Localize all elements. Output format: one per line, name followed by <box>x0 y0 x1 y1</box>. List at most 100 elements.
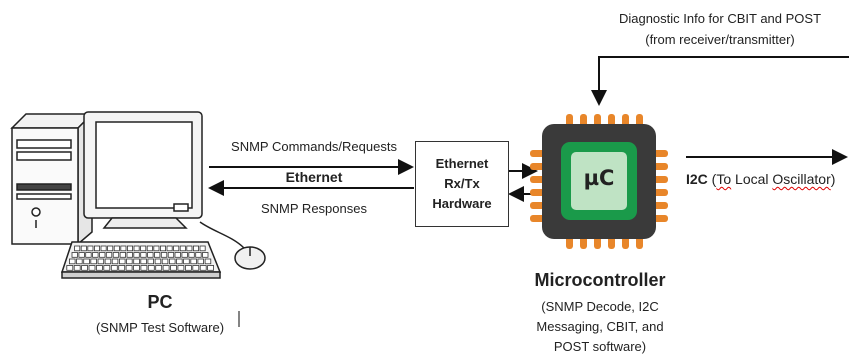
keyboard-key <box>85 252 92 258</box>
microcontroller-line2: Messaging, CBIT, and <box>536 319 664 334</box>
snmp-responses-label: SNMP Responses <box>261 201 367 216</box>
keyboard-key <box>199 245 206 252</box>
keyboard-key <box>105 252 113 258</box>
keyboard-key <box>160 252 168 258</box>
ethernet-link-label: Ethernet <box>285 169 343 185</box>
keyboard-key <box>74 245 81 252</box>
pc-subtitle: (SNMP Test Software) <box>95 320 225 335</box>
pc-title: PC <box>147 292 173 312</box>
keyboard-key <box>140 252 147 258</box>
keyboard-key <box>183 258 190 265</box>
keyboard-key <box>126 252 133 258</box>
keyboard-key <box>140 245 147 252</box>
microcontroller-chip <box>530 114 668 249</box>
keyboard-key <box>88 265 96 271</box>
keyboard-key <box>162 265 170 271</box>
microcontroller-title: Microcontroller <box>534 270 666 290</box>
keyboard-key <box>184 265 192 271</box>
keyboard-key <box>111 258 119 265</box>
microcontroller-line3: POST software) <box>553 339 647 354</box>
keyboard-key <box>155 265 163 271</box>
keyboard-key <box>192 245 199 252</box>
keyboard-key <box>76 258 83 265</box>
keyboard-key <box>126 258 133 265</box>
keyboard-key <box>192 265 200 271</box>
keyboard-key <box>197 258 204 265</box>
keyboard-key <box>119 258 126 265</box>
keyboard-key <box>119 252 126 258</box>
keyboard-key <box>147 265 155 271</box>
keyboard-key <box>104 258 112 265</box>
keyboard-key <box>140 258 147 265</box>
keyboard-key <box>202 252 209 258</box>
i2c-paren-close: ) <box>830 171 836 187</box>
keyboard-key <box>186 245 193 252</box>
keyboard-key <box>110 265 118 271</box>
pc-mouse <box>199 221 266 270</box>
keyboard-key <box>195 252 202 258</box>
pc-monitor <box>83 111 203 229</box>
keyboard-key <box>153 245 160 252</box>
keyboard-key <box>113 245 120 252</box>
keyboard-key <box>78 252 85 258</box>
diagnostic-label: Diagnostic Info for CBIT and POST (from … <box>600 8 840 50</box>
keyboard-key <box>92 252 99 258</box>
keyboard-key <box>90 258 97 265</box>
keyboard-key <box>190 258 197 265</box>
keyboard-key <box>199 265 207 271</box>
keyboard-key <box>97 258 105 265</box>
keyboard-key <box>176 258 183 265</box>
keyboard-key <box>188 252 195 258</box>
keyboard-key <box>99 252 106 258</box>
keyboard-key <box>207 265 215 271</box>
keyboard-key <box>153 252 161 258</box>
keyboard-key <box>107 245 114 252</box>
pc-illustration <box>10 111 266 279</box>
keyboard-key <box>71 252 78 258</box>
pc-tower <box>10 112 94 246</box>
keyboard-key <box>81 265 88 271</box>
keyboard-key <box>80 245 87 252</box>
keyboard-key <box>120 245 127 252</box>
keyboard-key <box>177 265 185 271</box>
keyboard-key <box>100 245 107 252</box>
keyboard-key <box>147 252 154 258</box>
keyboard-key <box>140 265 148 271</box>
keyboard-key <box>83 258 90 265</box>
keyboard-key <box>103 265 111 271</box>
i2c-paren-open: ( <box>707 171 717 187</box>
microcontroller-description: (SNMP Decode, I2C Messaging, CBIT, and P… <box>510 297 690 357</box>
keyboard-key <box>146 245 153 252</box>
i2c-word-osc: Oscillator <box>772 171 831 187</box>
diagnostic-line1: Diagnostic Info for CBIT and POST <box>618 11 822 26</box>
keyboard-key <box>133 245 140 252</box>
keyboard-key <box>161 258 169 265</box>
keyboard-key <box>181 252 188 258</box>
keyboard-key <box>125 265 133 271</box>
keyboard-key <box>179 245 186 252</box>
keyboard-key <box>168 258 176 265</box>
microcontroller-line1: (SNMP Decode, I2C <box>541 299 659 314</box>
diagnostic-arrow <box>591 56 849 106</box>
keyboard-key <box>127 245 134 252</box>
i2c-word-to: To <box>716 171 732 187</box>
keyboard-key <box>87 245 94 252</box>
diagnostic-line2: (from receiver/transmitter) <box>645 32 795 47</box>
keyboard-key <box>204 258 212 265</box>
keyboard-key <box>69 258 76 265</box>
keyboard-key <box>94 245 101 252</box>
i2c-label: I2C (To Local Oscillator) <box>686 171 835 187</box>
chip-label: µC <box>583 166 615 190</box>
keyboard-key <box>133 252 140 258</box>
keyboard-key <box>118 265 126 271</box>
keyboard-key <box>167 252 175 258</box>
keyboard-key <box>73 265 81 271</box>
keyboard-key <box>66 265 74 271</box>
keyboard-key <box>170 265 177 271</box>
keyboard-key <box>173 245 180 252</box>
keyboard-key <box>96 265 103 271</box>
ethernet-rxtx-box: Ethernet Rx/Tx Hardware <box>415 141 509 227</box>
keyboard-key <box>154 258 162 265</box>
chip-core <box>571 152 627 210</box>
